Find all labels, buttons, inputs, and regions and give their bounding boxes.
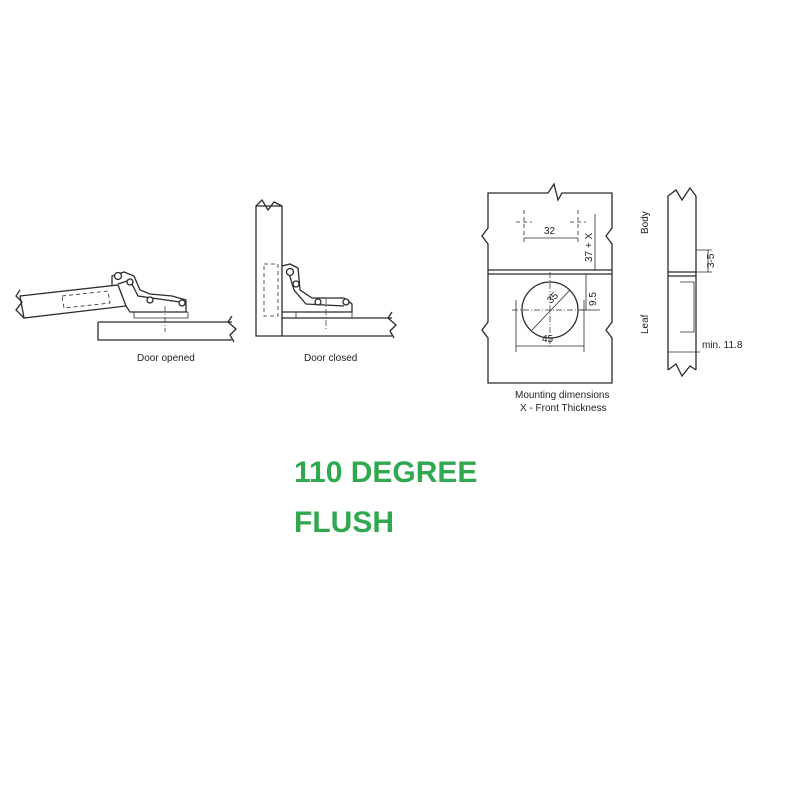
dim-min-11-8: min. 11.8 <box>702 340 743 351</box>
panel-edges <box>667 196 697 370</box>
cup-section <box>680 281 695 333</box>
dim-3-5: 3-5 <box>706 253 717 268</box>
mounting-plate <box>295 311 353 319</box>
dimension-line-3-5 <box>696 249 712 273</box>
headline-type: FLUSH <box>294 506 394 539</box>
mounting-plate <box>133 311 189 319</box>
dim-9-5: 9.5 <box>588 292 599 306</box>
side-section-view: Body Leaf 3-5 min. 11.8 <box>640 186 743 378</box>
mounting-plan-view: 32 37 + X 35 9.5 45 Mounting dimensions … <box>481 182 613 414</box>
pivot-pin <box>285 267 295 277</box>
screw-center-left <box>516 210 532 244</box>
dim-35: 35 <box>545 290 561 306</box>
pivot-pin <box>113 271 123 281</box>
adjustment-screw <box>146 296 154 304</box>
leaf-label: Leaf <box>640 314 651 334</box>
break-line <box>227 315 237 343</box>
mounting-title: Mounting dimensions <box>515 390 610 401</box>
break-line-top <box>255 198 283 212</box>
adjustment-screw <box>314 298 322 306</box>
dimension-line-9-5 <box>580 274 600 311</box>
dim-37x: 37 + X <box>584 232 595 262</box>
hinge-cup-hidden <box>263 263 279 317</box>
cabinet-panel <box>282 317 392 337</box>
break-line <box>387 311 397 339</box>
door-opened-view: Door opened <box>15 271 237 364</box>
dimension-line-45 <box>515 300 585 352</box>
mounting-note: X - Front Thickness <box>520 403 607 414</box>
pivot-pin <box>292 280 300 288</box>
adjustment-screw <box>178 299 186 307</box>
dim-45: 45 <box>542 334 554 345</box>
body-leaf-joint <box>668 271 696 277</box>
adjustment-screw <box>342 298 350 306</box>
dim-32: 32 <box>544 226 556 237</box>
break-line-top <box>667 186 697 202</box>
break-line-bottom <box>667 363 697 378</box>
headline-angle: 110 DEGREE <box>294 456 478 489</box>
diameter-line <box>531 289 571 331</box>
door-closed-caption: Door closed <box>304 353 357 364</box>
door-closed-view: Door closed <box>255 198 397 364</box>
hinge-arm-inner <box>117 279 181 303</box>
break-line-left <box>15 289 25 319</box>
door-opened-caption: Door opened <box>137 353 195 364</box>
body-label: Body <box>640 211 651 234</box>
hinge-arm-inner <box>287 269 345 307</box>
pivot-pin <box>126 278 134 286</box>
panel-outline <box>481 182 613 384</box>
hinge-cup-hidden <box>61 290 111 309</box>
